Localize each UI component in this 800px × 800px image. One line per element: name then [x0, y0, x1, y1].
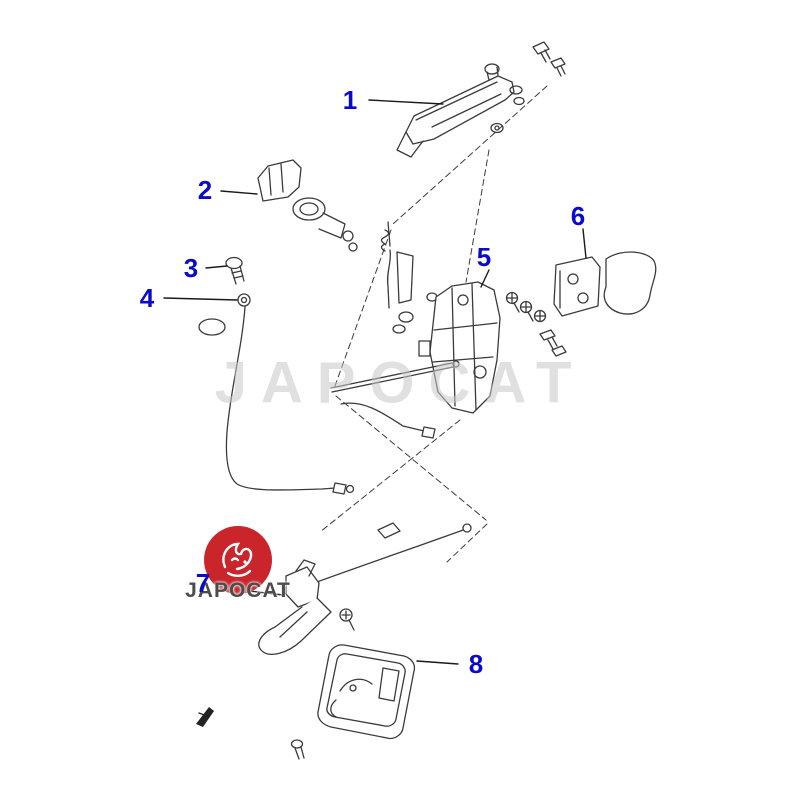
- callout-leader-lines: [163, 99, 587, 665]
- callout-3: 3: [183, 253, 199, 283]
- corner-mark: [196, 707, 214, 727]
- door-latch-part: [418, 281, 567, 414]
- striker-part: [553, 251, 657, 317]
- interior-handle-part: [258, 559, 355, 655]
- callout-4: 4: [139, 283, 155, 313]
- callout-8: 8: [468, 649, 484, 679]
- grommet-and-rod-part: [198, 293, 355, 495]
- callout-2: 2: [197, 175, 213, 205]
- japocat-logo-icon: [204, 526, 272, 594]
- exterior-handle-part: [396, 41, 566, 158]
- japocat-logo-text: JAPOCAT: [185, 579, 291, 602]
- connecting-rods: [283, 360, 472, 595]
- bezel-part: [290, 644, 416, 760]
- callout-5: 5: [476, 242, 492, 272]
- callout-1: 1: [342, 85, 358, 115]
- lock-cylinder-part: [257, 159, 358, 252]
- callout-7: 7: [195, 568, 211, 598]
- screw-part: [225, 256, 245, 285]
- callout-6: 6: [570, 201, 586, 231]
- assembly-guide-lines: [319, 85, 548, 563]
